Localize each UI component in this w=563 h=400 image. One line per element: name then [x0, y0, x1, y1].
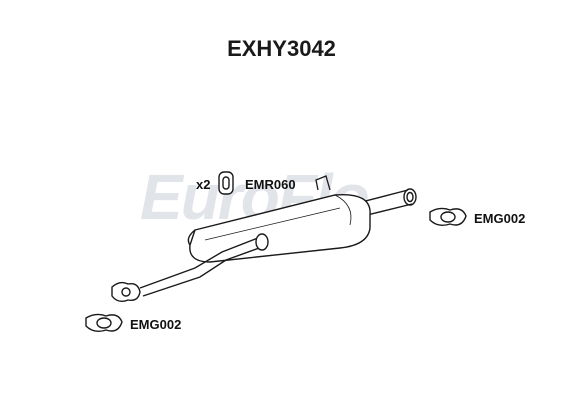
- silencer-body: [187, 193, 371, 263]
- mount-quantity-label: x2: [196, 177, 211, 192]
- front-pipe: [139, 233, 269, 297]
- front-gasket-code-label: EMG002: [130, 317, 182, 332]
- mount-part-code-label: EMR060: [245, 177, 296, 192]
- rear-gasket-code-label: EMG002: [474, 211, 526, 226]
- rubber-hanger-icon: [218, 171, 234, 195]
- gasket-icon: [85, 313, 123, 333]
- gasket-icon: [429, 207, 467, 227]
- silencer-hanger: [315, 175, 331, 191]
- part-number-title: EXHY3042: [227, 36, 336, 61]
- front-flange: [111, 281, 141, 303]
